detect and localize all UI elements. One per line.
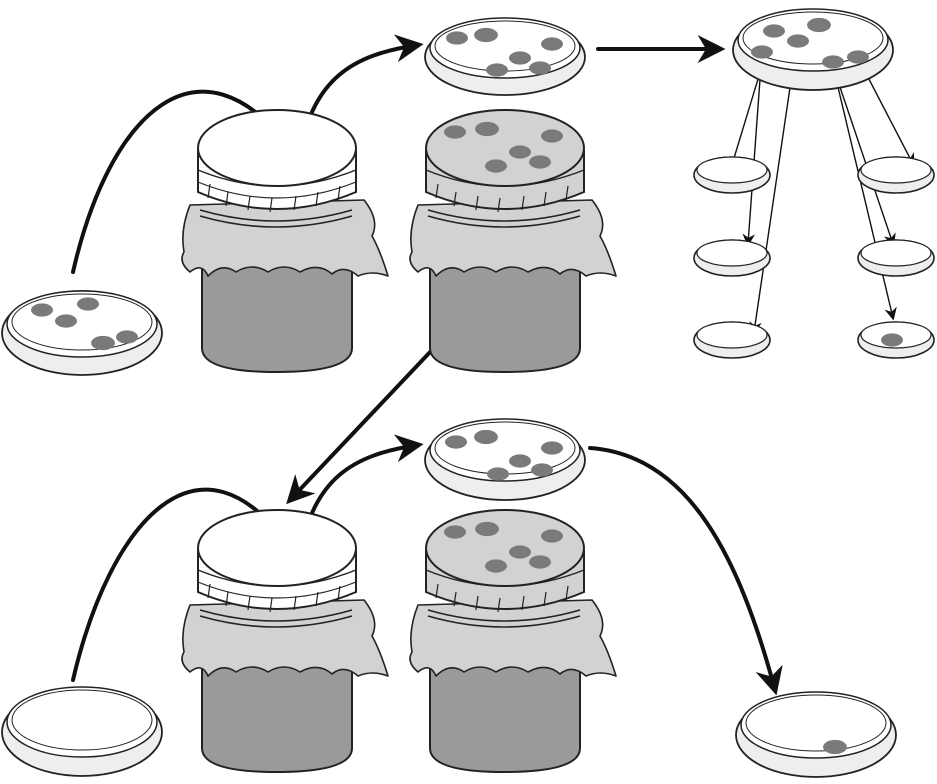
dish-grid-left-3: [693, 321, 771, 359]
dish-empty-start: [1, 686, 163, 777]
dish-grid-left-2: [693, 239, 771, 277]
dish-grid-right-2: [857, 239, 935, 277]
jar-top-capped: [181, 109, 389, 374]
dish-top-right-source: [732, 8, 894, 91]
jar-bottom-capped: [181, 509, 389, 774]
arrow-empty-dish-to-bottom-jar: [71, 487, 294, 682]
dish-grid-right-1: [857, 156, 935, 194]
dish-seeded-start: [1, 290, 163, 376]
dish-grid-right-3: [857, 321, 935, 359]
dish-grid-left-1: [693, 156, 771, 194]
jar-bottom-transferred: [409, 509, 617, 774]
jar-top-transferred: [409, 109, 617, 374]
thin-arrow-to-grid-left-2: [742, 51, 763, 247]
arrows: [71, 34, 783, 696]
arrow-top-transferred-jar-to-bottom-jar: [286, 348, 434, 505]
dish-bottom-result: [735, 691, 897, 778]
arrow-bottom-replica-to-result-dish: [588, 446, 783, 696]
dish-top-replica: [424, 17, 586, 96]
dish-bottom-replica: [424, 418, 586, 501]
